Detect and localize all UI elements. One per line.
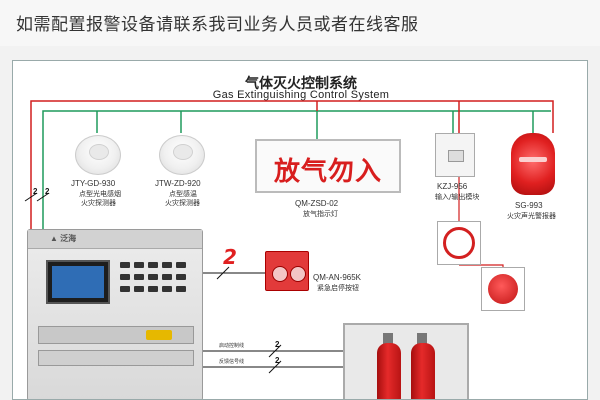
siren-desc: 火灾声光警报器 bbox=[507, 212, 556, 220]
gas-cylinder-cabinet bbox=[343, 323, 469, 399]
emergency-start-stop-button-icon bbox=[265, 251, 309, 291]
fire-control-panel: ▲ 泛海 bbox=[27, 229, 203, 399]
siren-model: SG-993 bbox=[515, 201, 543, 210]
smoke-detector-icon bbox=[75, 135, 121, 175]
panel-lcd-screen bbox=[46, 260, 110, 304]
diagram-subtitle: Gas Extinguishing Control System bbox=[212, 89, 390, 101]
alarm-bell-icon bbox=[481, 267, 525, 311]
panel-yellow-key bbox=[146, 330, 172, 340]
smoke-detector-desc-2: 火灾探测器 bbox=[81, 199, 116, 207]
panel-keypad bbox=[120, 260, 194, 304]
top-banner: 如需配置报警设备请联系我司业务人员或者在线客服 bbox=[0, 0, 600, 46]
manual-wire-count: 2 bbox=[223, 245, 237, 269]
green-bus-wire bbox=[42, 110, 551, 229]
siren-strobe-icon bbox=[511, 133, 555, 195]
wire-count-left-a: 2 bbox=[33, 187, 38, 196]
wire-count-lower-a: 2 bbox=[275, 340, 280, 349]
heat-detector-desc-1: 点型感温 bbox=[169, 190, 197, 198]
discharge-sign: 放气勿入 bbox=[255, 139, 401, 193]
smoke-detector-model: JTY-GD-930 bbox=[71, 179, 116, 188]
manual-station-model: QM-AN-965K bbox=[313, 273, 362, 282]
panel-brand: ▲ 泛海 bbox=[50, 234, 77, 243]
io-module-model: KZJ-956 bbox=[437, 182, 468, 191]
heat-detector-icon bbox=[159, 135, 205, 175]
io-module-icon bbox=[435, 133, 475, 177]
manual-station-desc: 紧急启停按钮 bbox=[317, 284, 359, 292]
system-diagram: 气体灭火控制系统 Gas Extinguishing Control Syste… bbox=[12, 60, 588, 400]
discharge-sign-desc: 放气指示灯 bbox=[303, 210, 338, 218]
wire-label-lower-b: 反馈信号线 bbox=[219, 359, 245, 365]
discharge-sign-text: 放气勿入 bbox=[273, 157, 382, 187]
heat-detector-desc-2: 火灾探测器 bbox=[165, 199, 200, 207]
wiring-lines bbox=[24, 100, 554, 374]
discharge-sign-model: QM-ZSD-02 bbox=[295, 199, 339, 208]
panel-lower-strip bbox=[38, 350, 194, 366]
red-bus-wire bbox=[30, 100, 554, 229]
wire-count-lower-b: 2 bbox=[275, 356, 280, 365]
gas-cylinder-1 bbox=[377, 343, 401, 399]
diagram-title: 气体灭火控制系统 bbox=[245, 76, 357, 92]
smoke-detector-desc-1: 点型光电感烟 bbox=[79, 190, 121, 198]
exhaust-fan-icon bbox=[437, 221, 481, 265]
contact-notice: 如需配置报警设备请联系我司业务人员或者在线客服 bbox=[16, 15, 419, 35]
heat-detector-model: JTW-ZD-920 bbox=[155, 179, 201, 188]
wire-count-left-b: 2 bbox=[45, 187, 50, 196]
wire-label-lower-a: 启动控制线 bbox=[219, 343, 245, 349]
io-module-desc: 输入/输出模块 bbox=[435, 193, 480, 201]
gas-cylinder-2 bbox=[411, 343, 435, 399]
